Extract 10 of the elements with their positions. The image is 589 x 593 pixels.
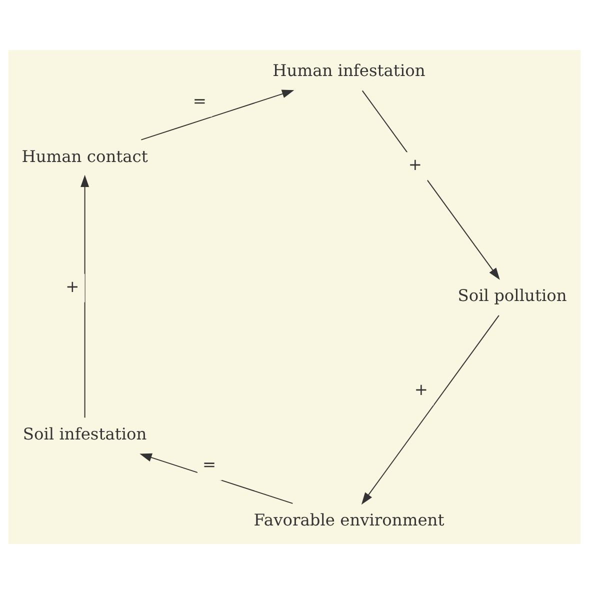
edge-label: + xyxy=(66,276,80,296)
edge-label: = xyxy=(192,90,206,110)
node-text: Soil pollution xyxy=(458,285,567,304)
edge-label: = xyxy=(202,454,216,474)
node-text: Favorable environment xyxy=(254,510,444,530)
edge-label: + xyxy=(414,379,428,398)
node-text: Human infestation xyxy=(272,60,426,80)
node-text: Human contact xyxy=(22,146,148,166)
edge-label: + xyxy=(408,154,422,174)
node-text: Soil infestation xyxy=(22,424,147,444)
